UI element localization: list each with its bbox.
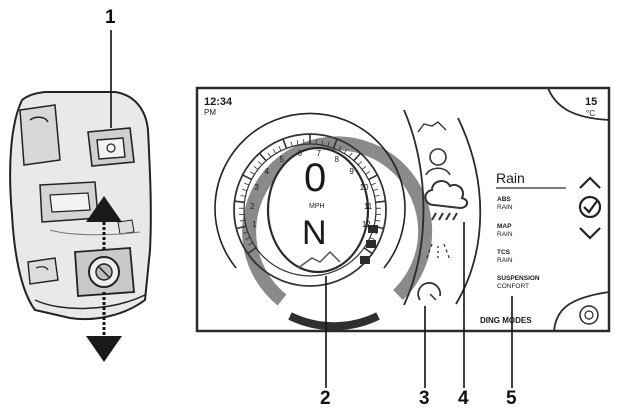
chevron-up-icon (579, 176, 601, 189)
tach-tick (242, 231, 248, 234)
check-circle-icon (578, 195, 602, 219)
tach-number: 9 (349, 166, 354, 176)
menu-button-icon (87, 127, 135, 167)
setting-map-value: RAIN (497, 231, 513, 238)
cruise-icon (417, 121, 447, 133)
tach-tick (242, 188, 248, 191)
tach-tick (368, 174, 378, 181)
tach-tick (374, 194, 380, 197)
callout-3: 3 (419, 388, 430, 409)
down-arrow-icon (86, 292, 122, 362)
setting-abs-value: RAIN (497, 204, 513, 211)
tach-tick (375, 219, 381, 222)
tach-tick (257, 161, 263, 166)
tach-tick (253, 166, 259, 170)
setting-map-name: MAP (497, 223, 512, 230)
tach-tick (282, 138, 288, 149)
tach-tick (272, 149, 277, 154)
tc-dial-icon (417, 282, 442, 301)
joystick-icon (74, 247, 135, 297)
tach-number: 8 (334, 155, 339, 165)
tach-tick (247, 247, 257, 255)
tach-tick (236, 225, 247, 230)
tach-tick (290, 141, 293, 147)
tach-tick (369, 237, 375, 240)
switch-cube-drawing (9, 30, 152, 362)
tach-tick (248, 242, 253, 246)
rain-lines-icon (425, 243, 451, 261)
tach-tick (327, 141, 330, 147)
home-button-icon (579, 305, 599, 325)
tach-tick (343, 149, 348, 154)
tach-number: 6 (297, 148, 302, 158)
mode-title: Rain (496, 170, 525, 186)
tach-tick (372, 188, 378, 191)
footer-label: DING MODES (480, 316, 532, 325)
setting-tcs-name: TCS (497, 249, 510, 256)
tach-tick (267, 152, 272, 158)
tach-number: 3 (254, 183, 259, 192)
tach-tick (348, 152, 353, 158)
tach-number: 7 (316, 148, 321, 158)
tach-tick (296, 140, 299, 146)
setting-suspension-name: SUSPENSION (497, 275, 540, 282)
tach-number: 1 (252, 220, 257, 230)
tach-tick (240, 194, 246, 197)
tach-tick (361, 166, 367, 170)
speed-unit: MPH (309, 203, 325, 210)
tach-tick (234, 200, 245, 204)
tach-tick (278, 146, 282, 151)
callout-5: 5 (506, 388, 517, 409)
tach-tick (365, 171, 370, 175)
setting-suspension-value: CONFORT (497, 283, 530, 290)
callout-2: 2 (320, 388, 331, 409)
tach-number: 2 (250, 201, 255, 211)
tach-tick (244, 182, 250, 186)
tach-tick (338, 146, 342, 151)
tach-tick (357, 161, 363, 166)
tach-tick (242, 174, 252, 181)
setting-abs-name: ABS (497, 196, 511, 203)
tach-number: 10 (359, 183, 369, 192)
tach-tick (353, 152, 362, 162)
tach-tick (321, 140, 324, 146)
speed-value: 0 (304, 156, 327, 200)
rider-icon (425, 148, 451, 176)
tach-tick (332, 138, 338, 149)
setting-tcs-value: RAIN (497, 257, 513, 264)
tach-tick (239, 219, 245, 222)
gear-indicator: N (302, 214, 327, 252)
tach-tick (375, 200, 386, 204)
tach-tick (245, 237, 251, 240)
temperature-unit: °C (586, 109, 595, 118)
tach-number: 4 (264, 166, 270, 176)
rain-cloud-icon (424, 180, 468, 221)
callout-1: 1 (105, 7, 116, 28)
temperature-value: 15 (585, 96, 598, 108)
tach-number: 5 (279, 155, 284, 165)
tach-tick (370, 182, 376, 186)
callout-4: 4 (458, 388, 469, 409)
tach-number: 12 (361, 220, 371, 230)
clock-time: 12:34 (204, 96, 233, 108)
tach-tick (363, 247, 373, 255)
chevron-down-icon (579, 227, 601, 240)
tach-tick (258, 152, 267, 162)
tach-number: 11 (363, 201, 373, 211)
tach-tick (250, 171, 255, 175)
up-arrow-icon (86, 196, 122, 250)
clock-ampm: PM (204, 108, 216, 117)
